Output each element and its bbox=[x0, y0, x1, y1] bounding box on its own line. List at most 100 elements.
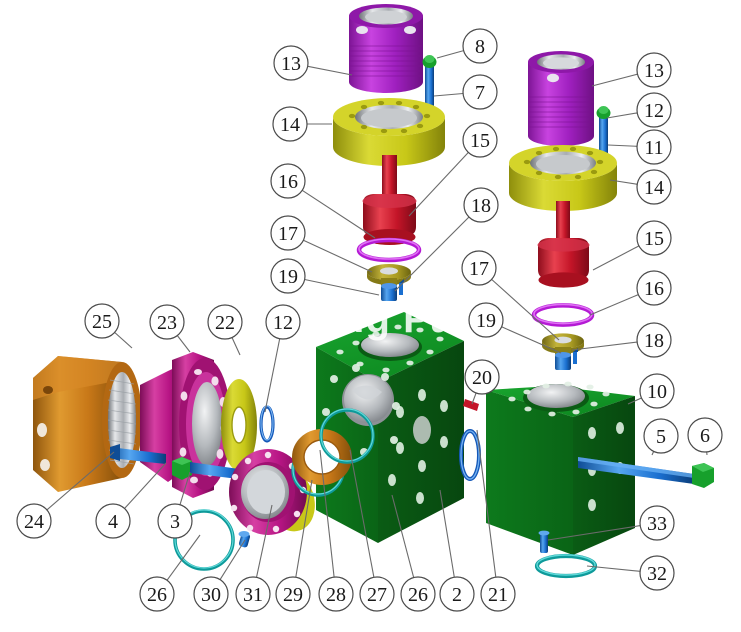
callout-25-retainer-nut[interactable]: 25 bbox=[84, 303, 133, 349]
callout-bubble[interactable] bbox=[462, 74, 498, 110]
callout-bubble[interactable] bbox=[463, 187, 499, 223]
callout-28-wear-ring[interactable]: 28 bbox=[318, 449, 354, 612]
callout-bubble[interactable] bbox=[464, 359, 500, 395]
callout-2-cylinder-block-left[interactable]: 2 bbox=[439, 489, 475, 612]
callout-17-valve-seat-left[interactable]: 17 bbox=[270, 215, 373, 273]
callout-5-tie-rod[interactable]: 5 bbox=[643, 418, 679, 456]
callout-bubble[interactable] bbox=[157, 503, 193, 539]
callout-bubble[interactable] bbox=[270, 163, 306, 199]
callout-30-stud-small[interactable]: 30 bbox=[193, 539, 246, 612]
callout-12-nut-right[interactable]: 12 bbox=[606, 92, 672, 128]
callout-bubble[interactable] bbox=[462, 28, 498, 64]
callout-22-gasket-ring[interactable]: 22 bbox=[207, 304, 243, 356]
callout-24-clamp-bolt-left[interactable]: 24 bbox=[16, 451, 115, 539]
callout-bubble[interactable] bbox=[639, 373, 675, 409]
callout-bubble[interactable] bbox=[193, 576, 229, 612]
leader-line bbox=[439, 489, 455, 578]
callout-bubble[interactable] bbox=[636, 169, 672, 205]
callout-bubble[interactable] bbox=[639, 505, 675, 541]
callout-bubble[interactable] bbox=[636, 322, 672, 358]
callout-number: 24 bbox=[24, 511, 44, 533]
callout-16-seal-ring-left[interactable]: 16 bbox=[270, 163, 376, 239]
leader-line bbox=[571, 341, 638, 351]
leader-line bbox=[606, 112, 638, 119]
callout-bubble[interactable] bbox=[636, 220, 672, 256]
callout-bubble[interactable] bbox=[275, 576, 311, 612]
callout-27-bushing[interactable]: 27 bbox=[349, 449, 395, 612]
callout-33-locating-pin[interactable]: 33 bbox=[547, 505, 675, 541]
callout-bubble[interactable] bbox=[359, 576, 395, 612]
callout-bubble[interactable] bbox=[400, 576, 436, 612]
callout-bubble[interactable] bbox=[636, 270, 672, 306]
callout-bubble[interactable] bbox=[273, 45, 309, 81]
callout-bubble[interactable] bbox=[468, 302, 504, 338]
part-2-cylinder-block-left bbox=[316, 312, 464, 543]
part-20-dowel-pin bbox=[463, 399, 479, 411]
callout-20-dowel-pin[interactable]: 20 bbox=[464, 359, 500, 405]
callout-8-stud-nut-left[interactable]: 8 bbox=[436, 28, 498, 64]
callout-31-seat-flange[interactable]: 31 bbox=[235, 504, 273, 612]
callout-26-retainer-ring-a[interactable]: 26 bbox=[139, 534, 201, 612]
callout-bubble[interactable] bbox=[84, 303, 120, 339]
callout-bubble[interactable] bbox=[272, 106, 308, 142]
callout-bubble[interactable] bbox=[207, 304, 243, 340]
callout-bubble[interactable] bbox=[480, 576, 516, 612]
callout-26-retainer-ring-b[interactable]: 26 bbox=[391, 494, 436, 612]
callout-3-clamp-nut[interactable]: 3 bbox=[157, 471, 193, 539]
callout-number: 10 bbox=[647, 381, 667, 403]
callout-bubble[interactable] bbox=[265, 304, 301, 340]
callout-13-threaded-liner-upper-left[interactable]: 13 bbox=[273, 45, 353, 81]
callout-14-flange-cover-left[interactable]: 14 bbox=[272, 106, 332, 142]
part-14-flange-cover-left bbox=[333, 98, 445, 166]
leader-line bbox=[114, 331, 133, 349]
callout-29-gasket-small[interactable]: 29 bbox=[275, 479, 313, 612]
callout-bubble[interactable] bbox=[270, 258, 306, 294]
callout-number: 12 bbox=[644, 100, 664, 122]
callout-bubble[interactable] bbox=[461, 250, 497, 286]
callout-bubble[interactable] bbox=[636, 52, 672, 88]
callout-bubble[interactable] bbox=[687, 417, 723, 453]
callout-number: 20 bbox=[472, 367, 492, 389]
callout-number: 3 bbox=[170, 511, 180, 533]
callout-6-tie-rod-nut[interactable]: 6 bbox=[687, 417, 723, 456]
callout-number: 18 bbox=[471, 195, 491, 217]
callout-bubble[interactable] bbox=[462, 122, 498, 158]
callout-bubble[interactable] bbox=[270, 215, 306, 251]
callout-16-seal-ring-right[interactable]: 16 bbox=[589, 270, 672, 316]
callout-number: 17 bbox=[469, 258, 489, 280]
callout-bubble[interactable] bbox=[636, 129, 672, 165]
part-13-threaded-liner-left bbox=[349, 4, 423, 93]
callout-21-o-ring-mid[interactable]: 21 bbox=[476, 429, 516, 612]
callout-12-o-ring-small[interactable]: 12 bbox=[264, 304, 301, 413]
callout-18-pin-right[interactable]: 18 bbox=[571, 322, 672, 358]
callout-bubble[interactable] bbox=[636, 92, 672, 128]
callout-23-liner-flange[interactable]: 23 bbox=[149, 304, 191, 353]
callout-bubble[interactable] bbox=[643, 418, 679, 454]
callout-number: 17 bbox=[278, 223, 298, 245]
callout-bubble[interactable] bbox=[318, 576, 354, 612]
callout-bubble[interactable] bbox=[16, 503, 52, 539]
callout-bubble[interactable] bbox=[439, 576, 475, 612]
callout-11-stud-bolt-right[interactable]: 11 bbox=[607, 129, 672, 165]
callout-bubble[interactable] bbox=[639, 555, 675, 591]
leader-line bbox=[471, 392, 477, 405]
part-19-plug-left bbox=[381, 283, 397, 301]
callout-17-valve-seat-right[interactable]: 17 bbox=[461, 250, 560, 341]
callout-bubble[interactable] bbox=[149, 304, 185, 340]
callout-number: 22 bbox=[215, 312, 235, 334]
callout-13-threaded-liner-upper-right[interactable]: 13 bbox=[591, 52, 672, 88]
callout-bubble[interactable] bbox=[95, 503, 131, 539]
callout-14-flange-cover-right[interactable]: 14 bbox=[609, 169, 672, 205]
callout-15-valve-body-left[interactable]: 15 bbox=[408, 122, 498, 217]
callout-7-stud-bolt-left[interactable]: 7 bbox=[433, 74, 498, 110]
callout-15-valve-body-right[interactable]: 15 bbox=[592, 220, 672, 271]
callout-32-o-ring-lower[interactable]: 32 bbox=[586, 555, 675, 591]
callout-10-cylinder-block-right[interactable]: 10 bbox=[627, 373, 675, 409]
callout-4-clamp-bolt-center[interactable]: 4 bbox=[95, 462, 167, 539]
callout-number: 30 bbox=[201, 584, 221, 606]
callout-18-pin-left[interactable]: 18 bbox=[394, 187, 499, 292]
callout-19-plug-left[interactable]: 19 bbox=[270, 258, 380, 296]
callout-19-plug-right[interactable]: 19 bbox=[468, 302, 562, 354]
callout-bubble[interactable] bbox=[139, 576, 175, 612]
callout-bubble[interactable] bbox=[235, 576, 271, 612]
